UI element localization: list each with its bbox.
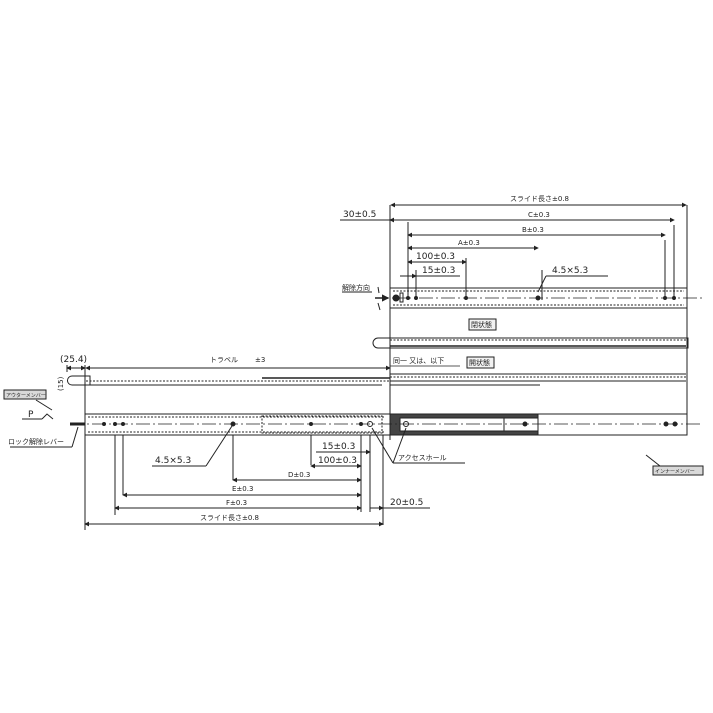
f-dim-label: F±0.3 bbox=[226, 499, 247, 507]
slide-length-label-top: スライド長さ±0.8 bbox=[510, 195, 569, 203]
b-dim-label: B±0.3 bbox=[522, 226, 544, 234]
closed-state-label: 閉状態 bbox=[471, 320, 492, 329]
outer-member-label: アウターメンバー bbox=[6, 392, 46, 399]
top-view-labels: スライド長さ±0.8 30±0.5 C±0.3 B±0.3 A±0.3 100±… bbox=[342, 195, 588, 367]
p-label: P bbox=[28, 410, 34, 420]
release-direction-label: 解除方向 bbox=[342, 283, 370, 292]
open-state-label: 開状態 bbox=[469, 358, 490, 367]
travel-label: トラベル bbox=[210, 356, 238, 364]
dim-25-4-label: (25.4) bbox=[60, 355, 87, 365]
travel-tolerance-label: ±3 bbox=[255, 356, 265, 364]
side-view-labels: (25.4) トラベル ±3 (15) アウターメンバー P ロック解除レバー … bbox=[6, 355, 695, 522]
c-dim-label: C±0.3 bbox=[528, 211, 550, 219]
top-view bbox=[340, 202, 705, 440]
d20-label: 20±0.5 bbox=[390, 498, 423, 508]
d15-label-top: 15±0.3 bbox=[422, 266, 455, 276]
d15-label-side: 15±0.3 bbox=[322, 442, 355, 452]
d100-label-top: 100±0.3 bbox=[416, 252, 455, 262]
lock-release-lever-label: ロック解除レバー bbox=[8, 437, 64, 446]
e-dim-label: E±0.3 bbox=[232, 485, 253, 493]
slot-label-top: 4.5×5.3 bbox=[552, 266, 588, 276]
a-dim-label: A±0.3 bbox=[458, 239, 480, 247]
slide-length-label-side: スライド長さ±0.8 bbox=[200, 514, 259, 522]
d-dim-label: D±0.3 bbox=[288, 471, 310, 479]
dim-15-label: (15) bbox=[57, 376, 65, 391]
same-or-below-label: 同一 又は、以下 bbox=[393, 357, 444, 365]
side-view bbox=[3, 365, 704, 530]
d100-label-side: 100±0.3 bbox=[318, 456, 357, 466]
offset-label: 30±0.5 bbox=[343, 210, 376, 220]
slot-label-side: 4.5×5.3 bbox=[155, 456, 191, 466]
access-hole-label: アクセスホール bbox=[398, 454, 447, 462]
inner-member-label: インナーメンバー bbox=[655, 469, 695, 475]
